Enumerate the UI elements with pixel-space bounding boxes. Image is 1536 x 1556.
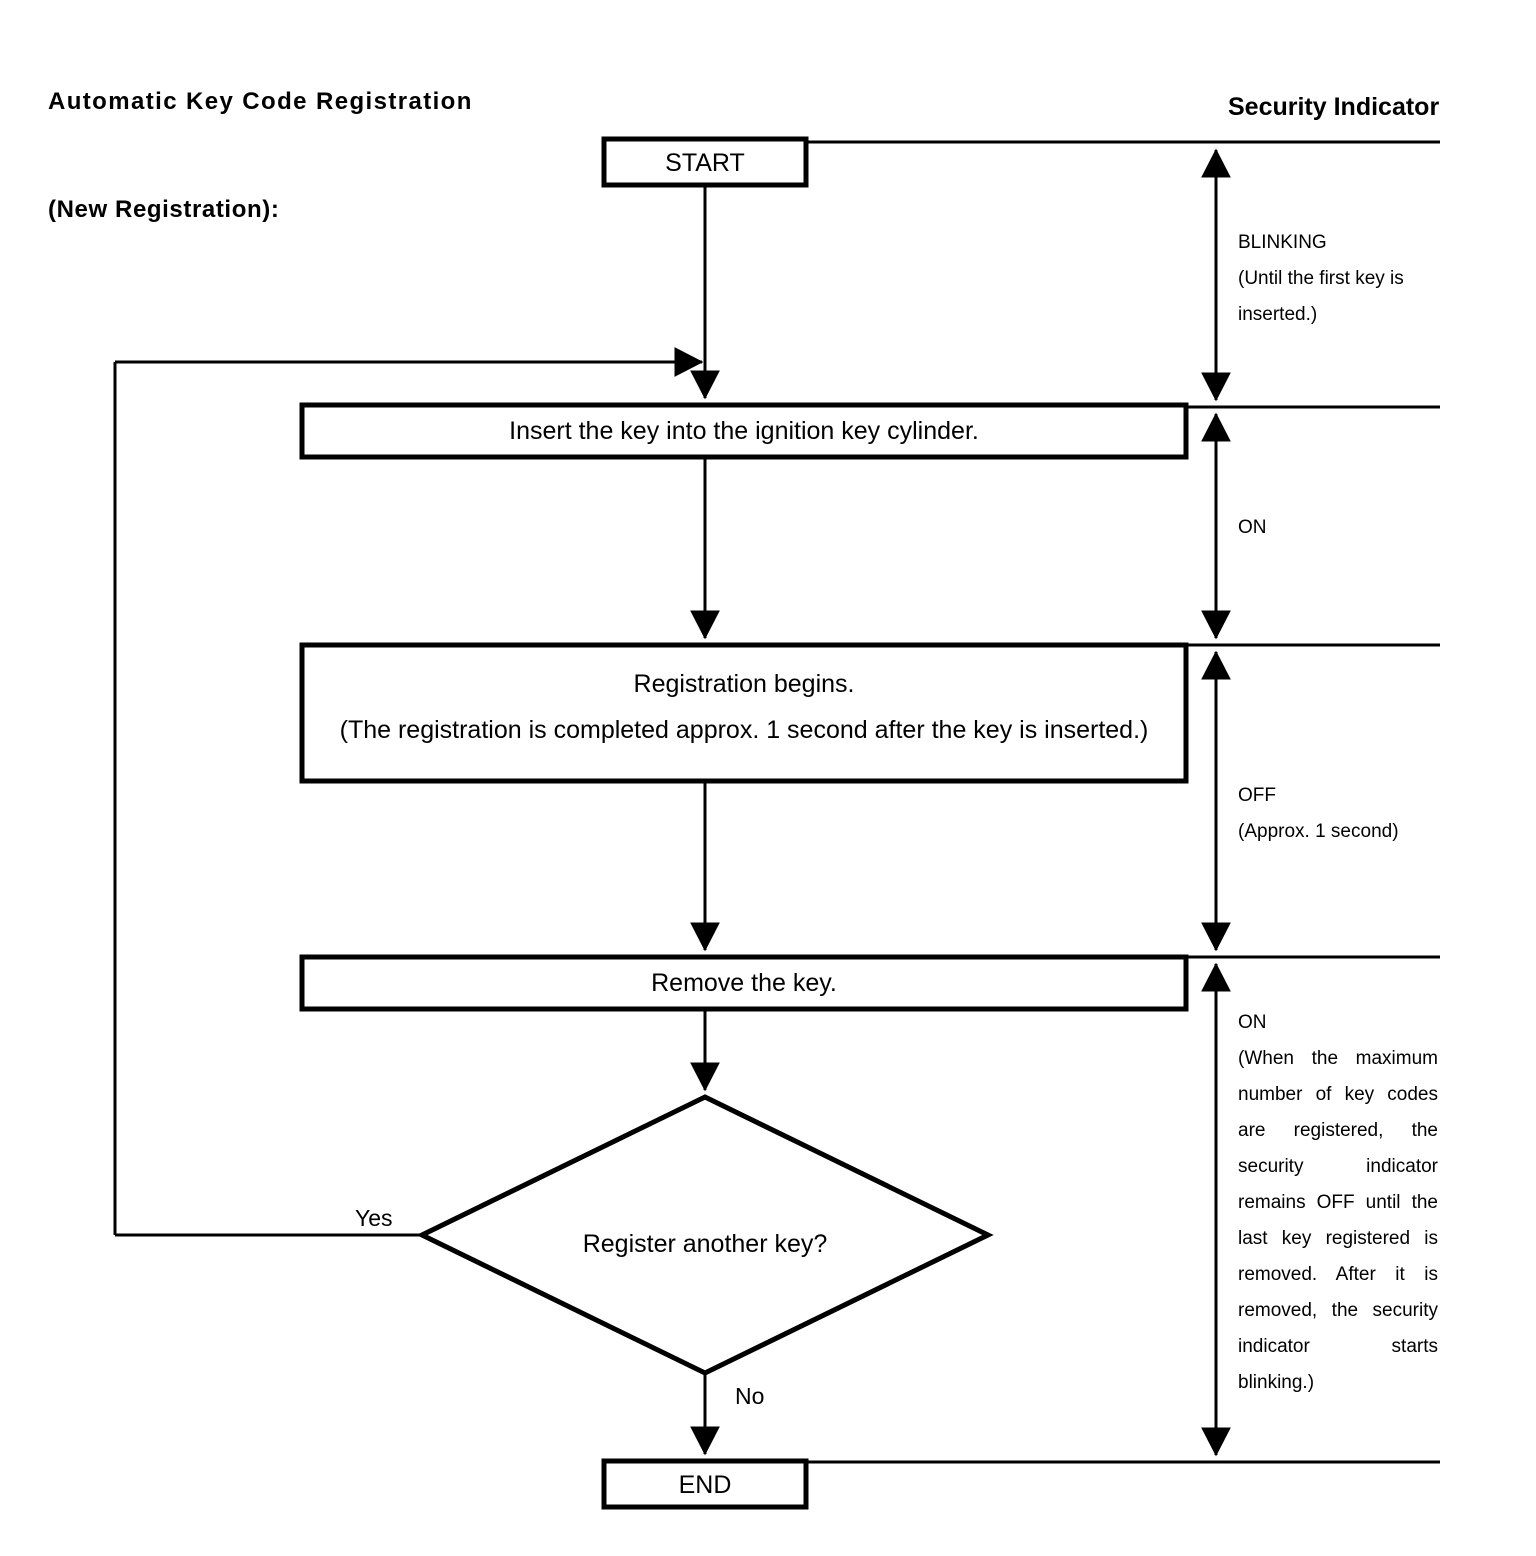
indicator-annotation-on-second: ON (When the maximum number of key codes… [1238,1005,1438,1401]
branch-label-yes: Yes [355,1205,393,1231]
page-title: Automatic Key Code Registration (New Reg… [48,12,473,300]
security-indicator-heading: Security Indicator [1228,93,1440,121]
node-end-box [601,1458,809,1510]
page-title-line-2: (New Registration): [48,196,280,223]
page-title-line-1: Automatic Key Code Registration [48,88,473,115]
indicator-state-on-first: ON [1238,517,1267,538]
indicator-state-off: OFF [1238,785,1276,806]
indicator-annotation-off: OFF (Approx. 1 second) [1238,778,1468,850]
indicator-note-on-second: (When the maximum number of key codes ar… [1238,1048,1438,1393]
node-start-box [601,136,809,188]
branch-label-no: No [735,1383,765,1409]
indicator-note-blinking: (Until the first key is inserted.) [1238,268,1404,325]
indicator-state-on-second: ON [1238,1012,1267,1033]
indicator-annotation-on-first: ON [1238,510,1450,546]
node-decision-diamond [416,1094,994,1376]
node-remove-box [299,954,1189,1012]
indicator-note-off: (Approx. 1 second) [1238,821,1399,842]
indicator-annotation-blinking: BLINKING (Until the first key is inserte… [1238,225,1450,333]
node-registration-box [299,642,1189,784]
indicator-state-blinking: BLINKING [1238,232,1327,253]
node-insert-box [299,402,1189,460]
